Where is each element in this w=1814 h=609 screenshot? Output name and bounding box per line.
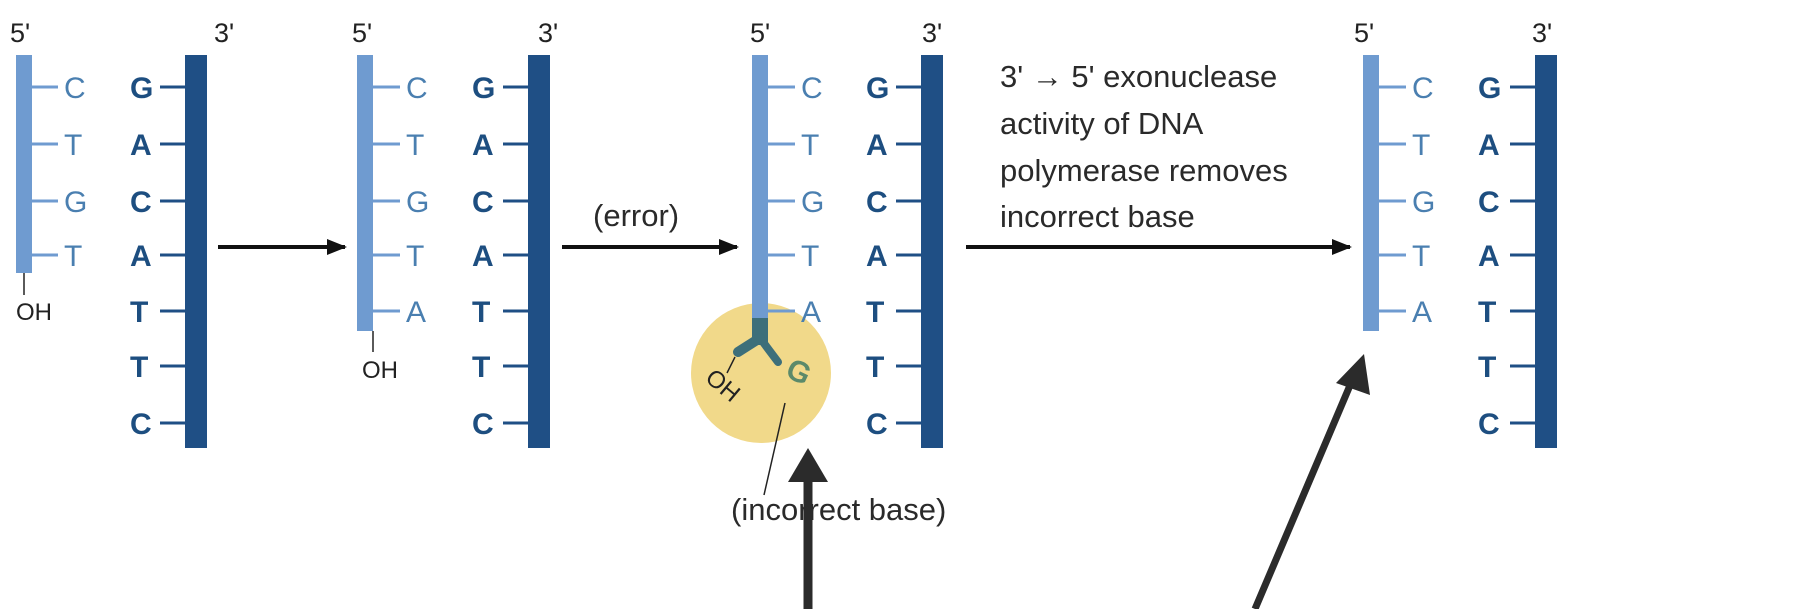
new-base-pair-1: C xyxy=(32,72,86,105)
template-base: G xyxy=(130,72,153,105)
new-base: T xyxy=(406,240,424,273)
five-prime-label: 5' xyxy=(352,18,372,48)
new-bases: C T G T A xyxy=(1379,72,1435,329)
new-bases: C T G T A xyxy=(768,72,824,329)
panel-4: 5' 3' C T G T A G A C A T xyxy=(1354,18,1557,448)
new-strand-backbone xyxy=(16,55,32,273)
template-base: T xyxy=(866,351,884,384)
new-base: A xyxy=(801,296,821,329)
new-base: T xyxy=(1412,129,1430,162)
template-base: A xyxy=(866,240,888,273)
error-highlight-circle xyxy=(691,303,831,443)
template-base: C xyxy=(1478,408,1500,441)
new-bases: C T G T A xyxy=(373,72,429,329)
template-bases: G A C A T T C xyxy=(866,72,921,441)
template-base: A xyxy=(1478,129,1500,162)
new-base: T xyxy=(64,240,82,273)
overlay-arrows xyxy=(788,354,1370,609)
new-strand-backbone xyxy=(752,55,768,331)
template-base: C xyxy=(866,408,888,441)
new-strand-backbone xyxy=(357,55,373,331)
template-base: T xyxy=(472,296,490,329)
new-base: C xyxy=(801,72,823,105)
new-base: T xyxy=(406,129,424,162)
template-base: C xyxy=(1478,186,1500,219)
template-base: C xyxy=(472,408,494,441)
template-base: A xyxy=(472,129,494,162)
template-base: T xyxy=(866,296,884,329)
template-base: A xyxy=(866,129,888,162)
panel-3: 5' 3' C T G T A OH G (incorrect base) xyxy=(691,18,946,527)
template-bases: G A C A T T C xyxy=(130,72,185,441)
template-base: T xyxy=(130,351,148,384)
caption-line-4: incorrect base xyxy=(1000,199,1195,234)
template-base: G xyxy=(866,72,889,105)
five-prime-label: 5' xyxy=(750,18,770,48)
new-base-pair-3: G xyxy=(32,186,87,219)
new-base: G xyxy=(406,186,429,219)
new-base: G xyxy=(801,186,824,219)
new-base: T xyxy=(801,129,819,162)
pointer-arrow-up-head xyxy=(788,448,828,482)
oh-label: OH xyxy=(362,357,398,384)
new-base: T xyxy=(64,129,82,162)
new-base: A xyxy=(1412,296,1432,329)
new-base-pair-4: T xyxy=(32,240,82,273)
exonuclease-caption: 3' → 5' exonuclease activity of DNA poly… xyxy=(1000,59,1288,234)
new-base: T xyxy=(1412,240,1430,273)
new-strand-backbone xyxy=(1363,55,1379,331)
caption-line-2: activity of DNA xyxy=(1000,106,1204,141)
template-base: C xyxy=(130,408,152,441)
new-base: A xyxy=(406,296,426,329)
new-base-pair-2: T xyxy=(32,129,82,162)
incorrect-base-pointer xyxy=(763,402,786,496)
template-base: A xyxy=(130,240,152,273)
template-base: A xyxy=(130,129,152,162)
template-base: T xyxy=(472,351,490,384)
mismatch-fork xyxy=(726,318,782,374)
incorrect-base-label: (incorrect base) xyxy=(731,492,946,527)
caption-line-1: 3' → 5' exonuclease xyxy=(1000,59,1277,94)
new-base: T xyxy=(801,240,819,273)
template-strand-backbone xyxy=(185,55,207,448)
new-base: G xyxy=(1412,186,1435,219)
template-base: G xyxy=(472,72,495,105)
five-prime-label: 5' xyxy=(1354,18,1374,48)
template-bases: G A C A T T C xyxy=(1478,72,1535,441)
panel-2: 5' 3' C T G T A OH G A C A T xyxy=(352,18,558,448)
panel-1: 5' 3' C T G T OH G A C A xyxy=(10,18,234,448)
three-prime-label: 3' xyxy=(1532,18,1552,48)
three-prime-label: 3' xyxy=(214,18,234,48)
new-base: C xyxy=(406,72,428,105)
pointer-arrow-diagonal xyxy=(1251,381,1355,609)
template-base: C xyxy=(130,186,152,219)
template-base: T xyxy=(1478,296,1496,329)
error-label: (error) xyxy=(593,198,679,233)
template-strand-backbone xyxy=(1535,55,1557,448)
template-base: C xyxy=(866,186,888,219)
pointer-arrow-diagonal-head xyxy=(1336,354,1370,395)
five-prime-label: 5' xyxy=(10,18,30,48)
new-base: C xyxy=(64,72,86,105)
template-strand-backbone xyxy=(528,55,550,448)
template-base: G xyxy=(1478,72,1501,105)
template-base: C xyxy=(472,186,494,219)
template-base: A xyxy=(1478,240,1500,273)
caption-line-3: polymerase removes xyxy=(1000,153,1288,188)
new-base: C xyxy=(1412,72,1434,105)
template-base: T xyxy=(130,296,148,329)
three-prime-label: 3' xyxy=(922,18,942,48)
template-strand-backbone xyxy=(921,55,943,448)
template-bases: G A C A T T C xyxy=(472,72,528,441)
new-base: G xyxy=(64,186,87,219)
template-base: A xyxy=(472,240,494,273)
template-base: T xyxy=(1478,351,1496,384)
three-prime-label: 3' xyxy=(538,18,558,48)
oh-label: OH xyxy=(16,299,52,326)
